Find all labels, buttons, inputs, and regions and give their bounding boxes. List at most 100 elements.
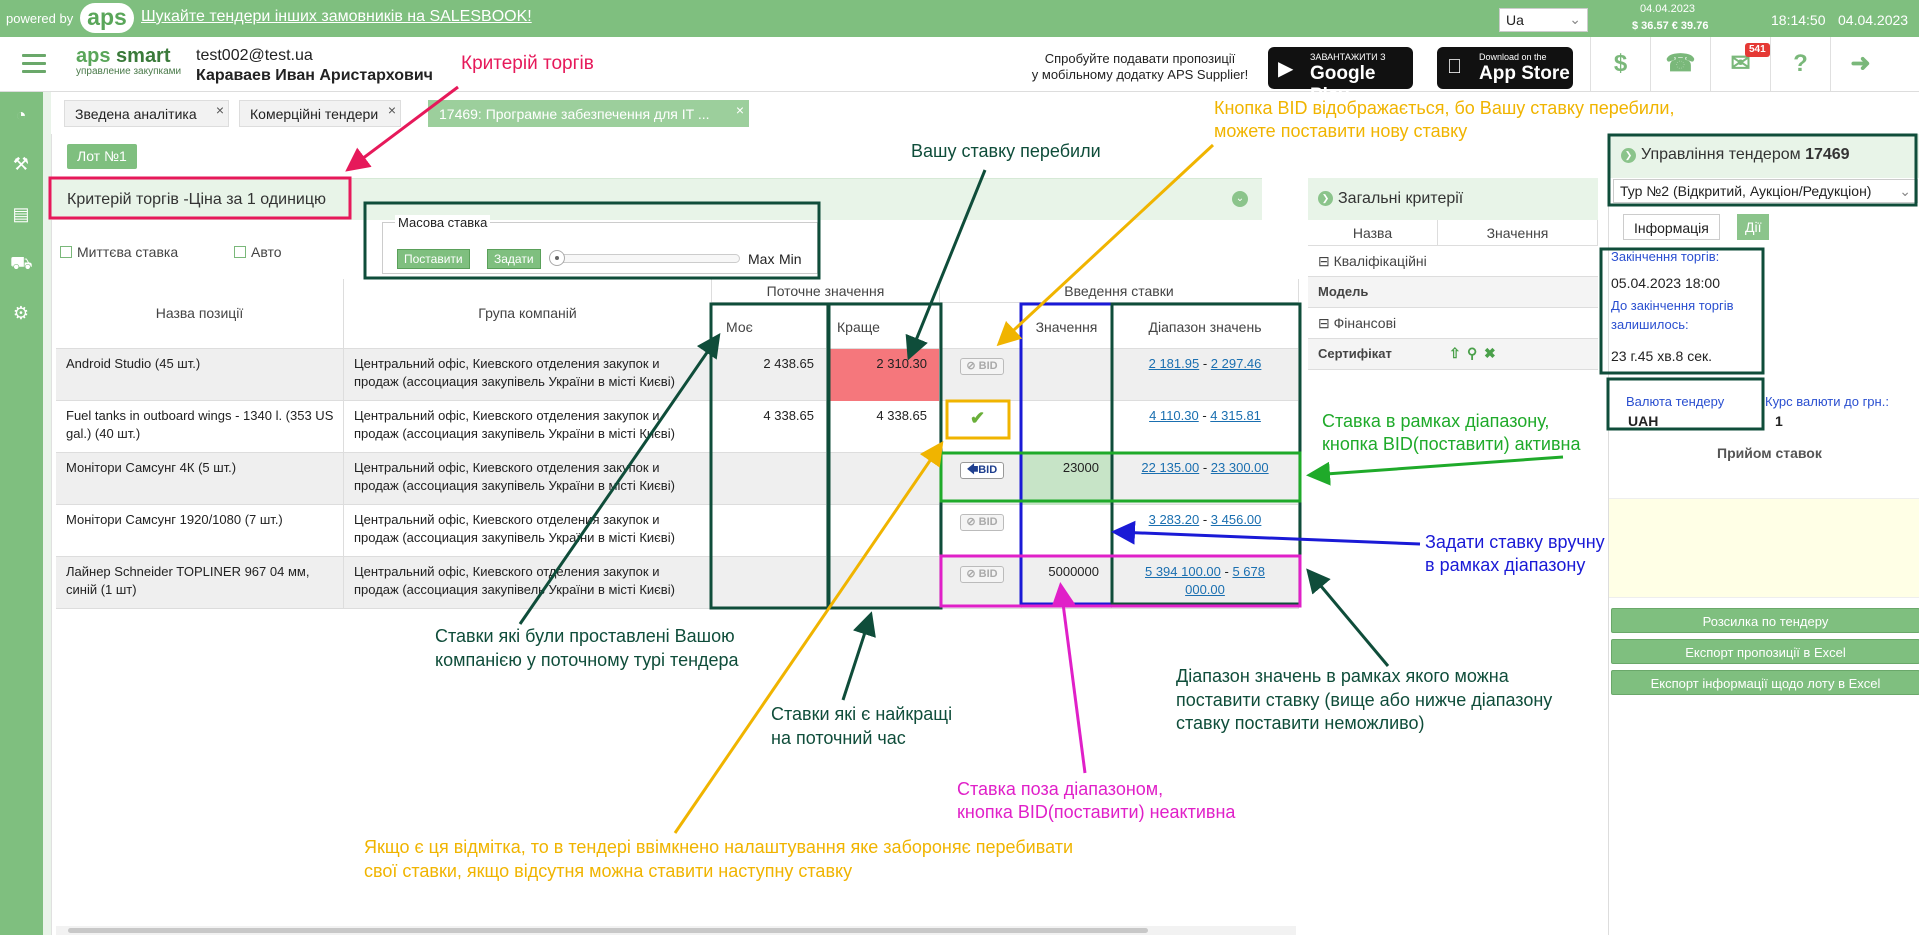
financial-group[interactable]: ⊟ Фінансові (1308, 308, 1598, 339)
minus-icon[interactable]: ⊟ (1318, 253, 1330, 269)
range-min-link[interactable]: 4 110.30 (1149, 408, 1199, 423)
bid-value-input[interactable] (1022, 349, 1112, 401)
range-min-link[interactable]: 2 181.95 (1148, 356, 1200, 371)
gavel-icon[interactable]: ⚒ (12, 154, 30, 174)
qualification-group[interactable]: ⊟ Кваліфікаційні (1308, 246, 1598, 277)
menu-icon[interactable] (22, 54, 46, 74)
attach-icon[interactable]: ⚲ (1467, 345, 1478, 361)
close-icon[interactable]: × (735, 102, 744, 118)
bid-value-input[interactable] (1022, 401, 1112, 453)
management-title: Управління тендером 17469 (1641, 146, 1850, 164)
currency-value: UAH (1628, 413, 1659, 429)
best-bid (827, 505, 940, 557)
app-store-small: Download on the (1479, 52, 1547, 62)
bid-value-input[interactable]: 23000 (1022, 453, 1112, 505)
end-value: 05.04.2023 18:00 (1611, 275, 1720, 291)
my-bid: 4 338.65 (712, 401, 827, 453)
page-edge (43, 92, 51, 935)
app-store-big: App Store (1479, 63, 1570, 84)
gen-col-name: Назва (1308, 220, 1438, 246)
range-max-link[interactable]: 2 297.46 (1210, 356, 1262, 371)
max-label: Max (748, 251, 775, 267)
mass-bid-panel: Масова ставка Поставити Задати Max Min (382, 215, 818, 274)
instant-bid-checkbox[interactable]: Миттєва ставка (60, 244, 178, 260)
bid-button[interactable]: ⊘ BID (960, 566, 1004, 583)
range-min-link[interactable]: 3 283.20 (1148, 512, 1200, 527)
google-play-button[interactable]: ▶ ЗАВАНТАЖИТИ З Google Play (1268, 47, 1413, 106)
document-icon[interactable]: ▤ (12, 204, 30, 224)
help-icon[interactable]: ? (1770, 37, 1830, 91)
export-offers-button[interactable]: Експорт пропозиції в Excel (1611, 639, 1919, 664)
dollar-icon[interactable]: $ (1590, 37, 1650, 91)
actions-button[interactable]: Дії (1737, 214, 1770, 240)
general-criteria-title: Загальні критерії (1338, 190, 1464, 207)
checkbox-box[interactable] (234, 246, 246, 258)
upload-icon[interactable]: ⇧ (1449, 345, 1461, 361)
place-bid-button[interactable]: Поставити (397, 249, 470, 269)
bid-button[interactable]: ⊘ BID (960, 358, 1004, 375)
round-select[interactable]: Тур №2 (Відкритий, Аукціон/Редукціон) ⌄ (1613, 179, 1918, 203)
app-store-button[interactable]:  Download on the App Store (1437, 47, 1573, 89)
truck-icon[interactable]: ⛟ (10, 253, 33, 273)
minus-icon[interactable]: ⊟ (1318, 315, 1330, 331)
collapse-icon[interactable]: ❯ (1621, 148, 1636, 163)
close-icon[interactable]: × (387, 102, 396, 118)
bid-value-input[interactable]: 5000000 (1022, 557, 1112, 609)
tab-tender-17469[interactable]: 17469: Програмне забезпечення для IT ...… (428, 100, 749, 127)
pie-chart-icon[interactable]: ◔ (15, 105, 27, 125)
mass-bid-slider-handle[interactable] (549, 250, 565, 266)
rates-date: 04.04.2023 (1640, 3, 1696, 15)
bid-button[interactable]: 🡄BID (960, 462, 1004, 479)
horizontal-scrollbar[interactable] (56, 926, 1296, 935)
aps-smart-logo[interactable]: aps smart управление закупками (76, 45, 181, 77)
table-row: Монітори Самсунг 4К (5 шт.) Центральний … (56, 453, 1299, 505)
range-min-link[interactable]: 22 135.00 (1141, 460, 1200, 475)
checkbox-box[interactable] (60, 246, 72, 258)
scrollbar-thumb[interactable] (68, 928, 1148, 933)
annotation-range-1: Діапазон значень в рамках якого можна (1176, 666, 1509, 686)
range-max-link[interactable]: 23 300.00 (1210, 460, 1269, 475)
mailing-button[interactable]: Розсилка по тендеру (1611, 608, 1919, 633)
info-button[interactable]: Інформація (1623, 214, 1720, 240)
settings-icon[interactable]: ⚙ (12, 303, 30, 323)
my-bid (712, 505, 827, 557)
mobile-promo-line2: у мобільному додатку APS Supplier! (1031, 67, 1249, 82)
phone-icon[interactable]: ☎ (1650, 37, 1710, 91)
lot-button[interactable]: Лот №1 (67, 144, 137, 169)
range-min-link[interactable]: 5 394 100.00 (1144, 564, 1221, 579)
table-row: Android Studio (45 шт.) Центральний офіс… (56, 349, 1299, 401)
mobile-promo-line1: Спробуйте подавати пропозиції (1044, 51, 1236, 66)
bid-value-input[interactable] (1022, 505, 1112, 557)
round-value: Тур №2 (Відкритий, Аукціон/Редукціон) (1620, 183, 1872, 199)
collapse-icon[interactable]: ❯ (1318, 191, 1333, 206)
range-max-link[interactable]: 4 315.81 (1210, 408, 1261, 423)
salesbook-promo-link[interactable]: Шукайте тендери інших замовників на SALE… (141, 8, 532, 25)
criterion-header: Критерій торгів -Ціна за 1 одиницю ⌄ (51, 178, 1262, 220)
logout-icon[interactable]: ➜ (1830, 37, 1890, 91)
bid-label: BID (978, 568, 998, 580)
range-max-link[interactable]: 3 456.00 (1210, 512, 1262, 527)
annotation-out-range-1: Ставка поза діапазоном, (957, 779, 1164, 799)
bid-button[interactable]: ⊘ BID (960, 514, 1004, 531)
bids-accept-area (1609, 498, 1919, 598)
export-lot-button[interactable]: Експорт інформації щодо лоту в Excel (1611, 670, 1919, 695)
bid-cell: ⊘ BID (940, 349, 1022, 401)
bid-label: BID (978, 516, 998, 528)
auto-checkbox[interactable]: Авто (234, 244, 282, 260)
annotation-best-1: Ставки які є найкращі (771, 704, 953, 724)
range-max-link-cont[interactable]: 000.00 (1185, 582, 1225, 597)
col-name-header: Назва позиції (56, 279, 344, 349)
tab-commercial-tenders[interactable]: Комерційні тендери× (239, 100, 401, 127)
bid-cell: 🡄BID (940, 453, 1022, 505)
mass-bid-slider-track[interactable] (550, 254, 740, 263)
language-select[interactable]: Ua ⌄ (1499, 8, 1588, 32)
delete-icon[interactable]: ✖ (1484, 345, 1496, 361)
annotation-best-2: на поточний час (771, 728, 906, 748)
mail-icon[interactable]: ✉541 (1710, 37, 1770, 91)
tab-analytics[interactable]: Зведена аналітика× (64, 100, 229, 127)
range-max-link[interactable]: 5 678 (1232, 564, 1265, 579)
collapse-icon[interactable]: ⌄ (1232, 191, 1248, 207)
close-icon[interactable]: × (215, 102, 224, 118)
set-bid-button[interactable]: Задати (487, 249, 541, 269)
check-icon: ✔ (970, 408, 986, 428)
